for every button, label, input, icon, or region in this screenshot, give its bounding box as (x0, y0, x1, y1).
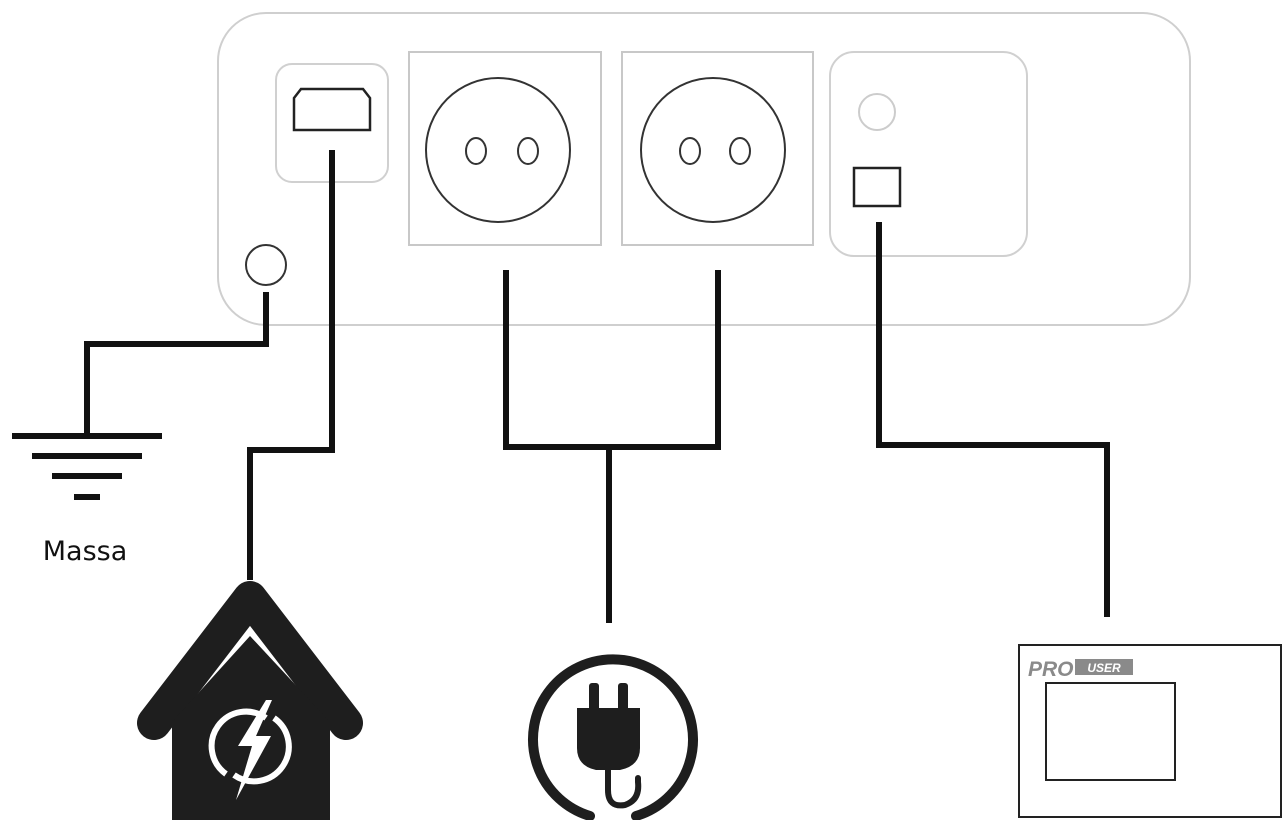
svg-text:USER: USER (1087, 661, 1121, 675)
control-panel (829, 51, 1028, 257)
outlet-1-face (425, 77, 571, 223)
control-button (858, 93, 896, 131)
power-plug-icon (528, 654, 698, 820)
outlet-2 (621, 51, 814, 246)
svg-text:PRO: PRO (1028, 658, 1074, 681)
wires (84, 150, 1110, 623)
outlet-1-pin-hole (517, 137, 539, 165)
outlet-2-pin-hole (729, 137, 751, 165)
unit-back-panel (217, 12, 1191, 326)
outlet-2-face (640, 77, 786, 223)
outlet-1-pin-hole (465, 137, 487, 165)
ground-wire (84, 292, 269, 436)
device-wire (876, 222, 1110, 617)
unit-housing (217, 12, 1191, 326)
outlet-2-frame (621, 51, 814, 246)
device-logo: PRO USER (1028, 658, 1133, 681)
outlet-1 (408, 51, 602, 246)
outlet-2-pin-hole (679, 137, 701, 165)
device-screen (1045, 682, 1176, 781)
prouser-device-icon: PRO USER (1018, 644, 1282, 818)
usb-port-socket (292, 87, 372, 132)
device-body (1018, 644, 1282, 818)
ground-symbol-icon (12, 433, 162, 500)
control-panel-frame (829, 51, 1028, 257)
ground-label: Massa (43, 536, 128, 567)
device-connector-port (852, 166, 902, 208)
mains-input-wire (247, 150, 335, 580)
house-power-icon (137, 581, 363, 820)
outlet-1-frame (408, 51, 602, 246)
ground-terminal (245, 244, 287, 286)
